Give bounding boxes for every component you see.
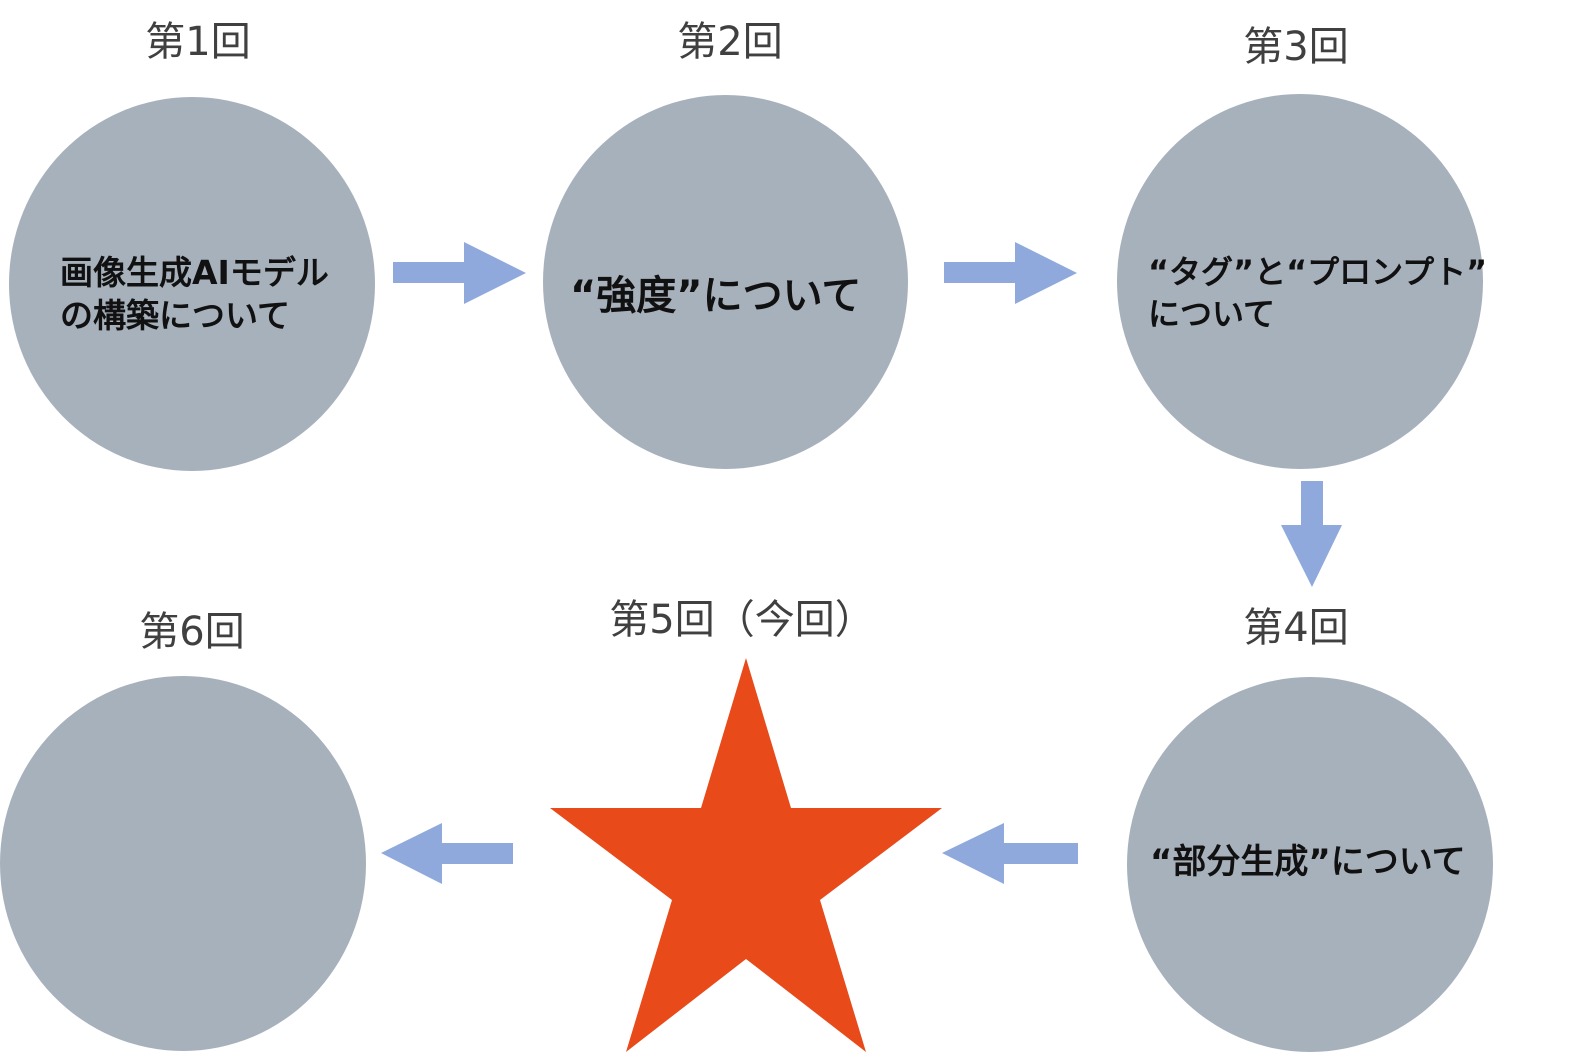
- star-icon: [550, 658, 942, 1052]
- session-2-label: 第2回: [677, 19, 783, 65]
- session-4-title-line-1: “部分生成”について: [1150, 842, 1466, 882]
- session-6-node: [0, 676, 366, 1051]
- session-2-title: “強度”について: [570, 270, 861, 322]
- session-3-title-line-1: “タグ”と“プロンプト”: [1148, 253, 1488, 291]
- session-3-label: 第3回: [1243, 24, 1349, 70]
- session-3-title: “タグ”と“プロンプト” について: [1148, 252, 1487, 335]
- session-1-title: 画像生成AIモデル の構築について: [60, 252, 329, 338]
- session-3-title-line-2: について: [1148, 294, 1276, 333]
- session-1-label: 第1回: [145, 19, 251, 65]
- session-4-node: [1127, 677, 1493, 1052]
- arrow-right-1-icon: [393, 242, 526, 304]
- session-6-label: 第6回: [139, 609, 245, 655]
- session-2-node: [543, 95, 908, 469]
- session-5-label: 第5回（今回）: [609, 597, 875, 643]
- session-1-title-line-1: 画像生成AIモデル: [60, 253, 329, 292]
- session-4-label: 第4回: [1243, 605, 1349, 651]
- session-4-title: “部分生成”について: [1150, 840, 1466, 884]
- arrow-left-1-icon: [942, 823, 1078, 884]
- session-1-node: [9, 97, 375, 471]
- arrow-right-2-icon: [944, 242, 1077, 304]
- session-3-node: [1117, 94, 1483, 469]
- arrow-down-icon: [1281, 481, 1342, 587]
- arrow-left-2-icon: [381, 823, 513, 884]
- session-1-title-line-2: の構築について: [60, 295, 291, 335]
- session-2-title-line-1: “強度”について: [570, 273, 862, 319]
